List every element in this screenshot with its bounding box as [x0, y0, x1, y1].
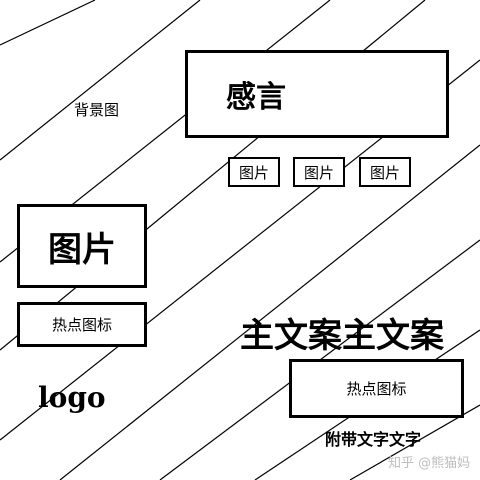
background-line-1 [0, 0, 96, 46]
logo: logo [38, 381, 106, 414]
hotspot-icon-right[interactable]: 热点图标 [289, 359, 464, 418]
watermark: 知乎 @熊猫妈 [388, 456, 471, 471]
background-image-label: 背景图 [74, 101, 120, 119]
reflection-box: 感言 [185, 50, 449, 138]
thumbnail-picture-2: 图片 [293, 157, 345, 187]
main-picture-box: 图片 [17, 204, 147, 288]
hotspot-icon-left[interactable]: 热点图标 [17, 302, 147, 347]
background-line-6 [59, 144, 480, 480]
main-copy-headline: 主文案主文案 [240, 316, 444, 356]
caption-text: 附带文字文字 [325, 430, 422, 449]
thumbnail-picture-3: 图片 [359, 157, 411, 187]
background-line-2 [0, 0, 201, 161]
thumbnail-picture-1: 图片 [228, 157, 280, 187]
